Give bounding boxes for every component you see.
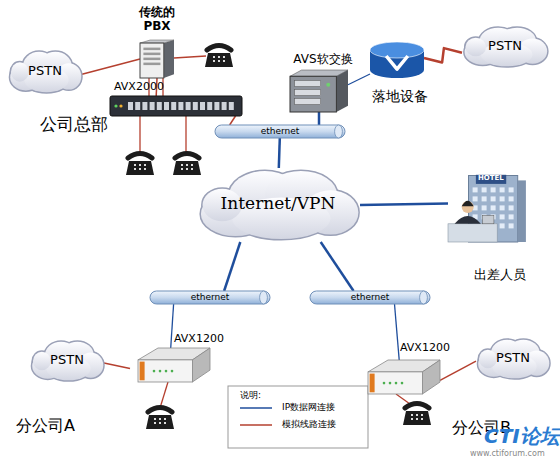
analog-link	[440, 361, 476, 380]
node-label: PSTN	[476, 351, 550, 366]
node-label: AVX1200	[174, 333, 244, 346]
node-label: ethernet	[310, 292, 430, 302]
gateway-box: AVX1200	[360, 360, 440, 394]
ethernet-bus: ethernet	[215, 125, 345, 138]
legend-line	[240, 424, 272, 426]
legend-box	[228, 386, 368, 448]
legend-title: 说明:	[240, 391, 261, 400]
analog-link	[82, 59, 140, 74]
pbx-server: 传统的 PBX	[140, 40, 174, 78]
network-cloud: PSTN	[30, 340, 104, 382]
ip-link	[171, 304, 174, 348]
ip-link	[348, 74, 370, 85]
node-label: AVX2000	[114, 81, 204, 94]
landing-router: 落地设备	[370, 38, 424, 78]
pbx-server-shape	[140, 40, 174, 78]
legend-text: 模拟线路连接	[282, 419, 336, 430]
softswitch-server: AVS软交换	[290, 70, 348, 112]
network-cloud: PSTN	[462, 26, 548, 68]
gateway-rack: AVX2000	[110, 96, 242, 116]
ethernet-bus: ethernet	[310, 291, 430, 304]
node-label: AVS软交换	[278, 53, 368, 67]
remote-user-shape	[448, 172, 530, 242]
network-cloud: Internet/VPN	[196, 168, 360, 242]
node-label: PSTN	[30, 353, 104, 368]
softswitch-server-shape	[290, 70, 348, 112]
node-label: 落地设备	[360, 88, 440, 104]
node-label: 出差人员	[450, 268, 550, 283]
node-label: ethernet	[215, 126, 345, 136]
watermark: www.ctiforum.com	[470, 450, 545, 458]
site-label: 公司总部	[40, 116, 108, 133]
site-label: 分公司A	[16, 418, 75, 434]
ip-link	[360, 204, 448, 206]
gateway-box: AVX1200	[130, 348, 210, 382]
gateway-rack-shape	[110, 96, 242, 116]
ip-link	[395, 304, 400, 360]
node-label: PSTN	[462, 39, 548, 54]
legend-text: IP数据网连接	[282, 402, 335, 413]
analog-link	[230, 116, 236, 125]
hotel-sign: HOTEL	[478, 175, 504, 182]
node-label: ethernet	[150, 292, 270, 302]
ip-link	[224, 242, 240, 291]
node-label: 传统的 PBX	[132, 6, 182, 34]
gateway-box-shape	[360, 360, 440, 394]
ip-link	[318, 112, 321, 125]
node-label: PSTN	[8, 64, 82, 79]
node-label: Internet/VPN	[196, 194, 360, 214]
gateway-box-shape	[130, 348, 210, 382]
ethernet-bus: ethernet	[150, 291, 270, 304]
landing-router-shape	[370, 38, 424, 78]
ip-link	[279, 138, 280, 168]
network-cloud: PSTN	[476, 338, 550, 380]
watermark: CTI论坛	[484, 426, 560, 446]
legend-line	[240, 407, 272, 409]
analog-link	[104, 363, 130, 368]
analog-link	[424, 48, 462, 62]
node-label: AVX1200	[400, 342, 470, 355]
network-cloud: PSTN	[8, 50, 82, 94]
remote-user: 出差人员	[448, 172, 530, 242]
ip-link	[321, 242, 354, 291]
